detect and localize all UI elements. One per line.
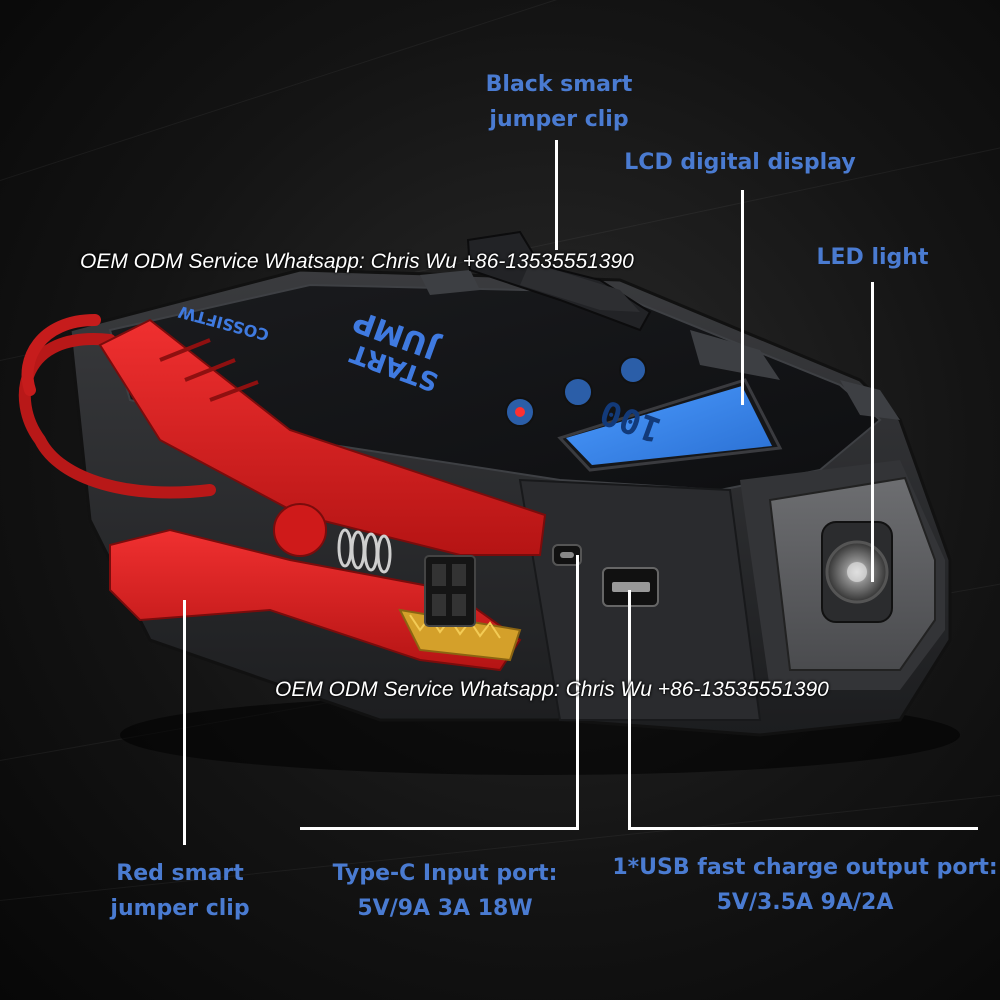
watermark-bottom: OEM ODM Service Whatsapp: Chris Wu +86-1…	[275, 678, 829, 701]
bumper	[840, 380, 900, 420]
led-light	[821, 521, 893, 623]
callout-line: Red smart	[116, 861, 244, 886]
callout-typec: Type-C Input port: 5V/9A 3A 18W	[315, 856, 575, 926]
bumper	[690, 330, 780, 380]
leader-typec-horizontal	[300, 827, 579, 830]
callout-line: Black smart	[485, 72, 633, 97]
leader-led	[871, 282, 874, 582]
callout-led: LED light	[816, 245, 929, 270]
callout-line: 5V/9A 3A 18W	[357, 896, 533, 921]
button-boost	[619, 356, 647, 384]
leader-typec-vertical	[576, 555, 579, 830]
callout-red-clip: Red smart jumper clip	[90, 856, 270, 926]
callout-lcd: LCD digital display	[624, 150, 856, 175]
typec-port	[552, 544, 582, 566]
leader-usb-horizontal	[628, 827, 978, 830]
leader-black-clip	[555, 140, 558, 250]
black-jumper-clip	[466, 230, 652, 332]
callout-line: 1*USB fast charge output port:	[612, 855, 998, 880]
callout-line: 5V/3.5A 9A/2A	[716, 890, 894, 915]
leader-red-clip	[183, 600, 186, 845]
red-jumper-clip	[98, 318, 547, 672]
callout-usb: 1*USB fast charge output port: 5V/3.5A 9…	[610, 850, 1000, 920]
callout-black-clip: Black smart jumper clip	[459, 67, 659, 137]
callout-line: jumper clip	[489, 107, 629, 132]
callout-line: jumper clip	[110, 896, 250, 921]
lcd-display: 100	[557, 378, 783, 472]
bumper	[420, 270, 480, 295]
callout-line: Type-C Input port:	[332, 861, 558, 886]
red-cable	[18, 333, 216, 499]
button-light	[563, 377, 593, 407]
watermark-top: OEM ODM Service Whatsapp: Chris Wu +86-1…	[80, 250, 634, 273]
leader-usb-vertical	[628, 590, 631, 830]
leader-lcd	[741, 190, 744, 405]
usb-port	[602, 567, 659, 607]
red-cable	[21, 314, 101, 396]
